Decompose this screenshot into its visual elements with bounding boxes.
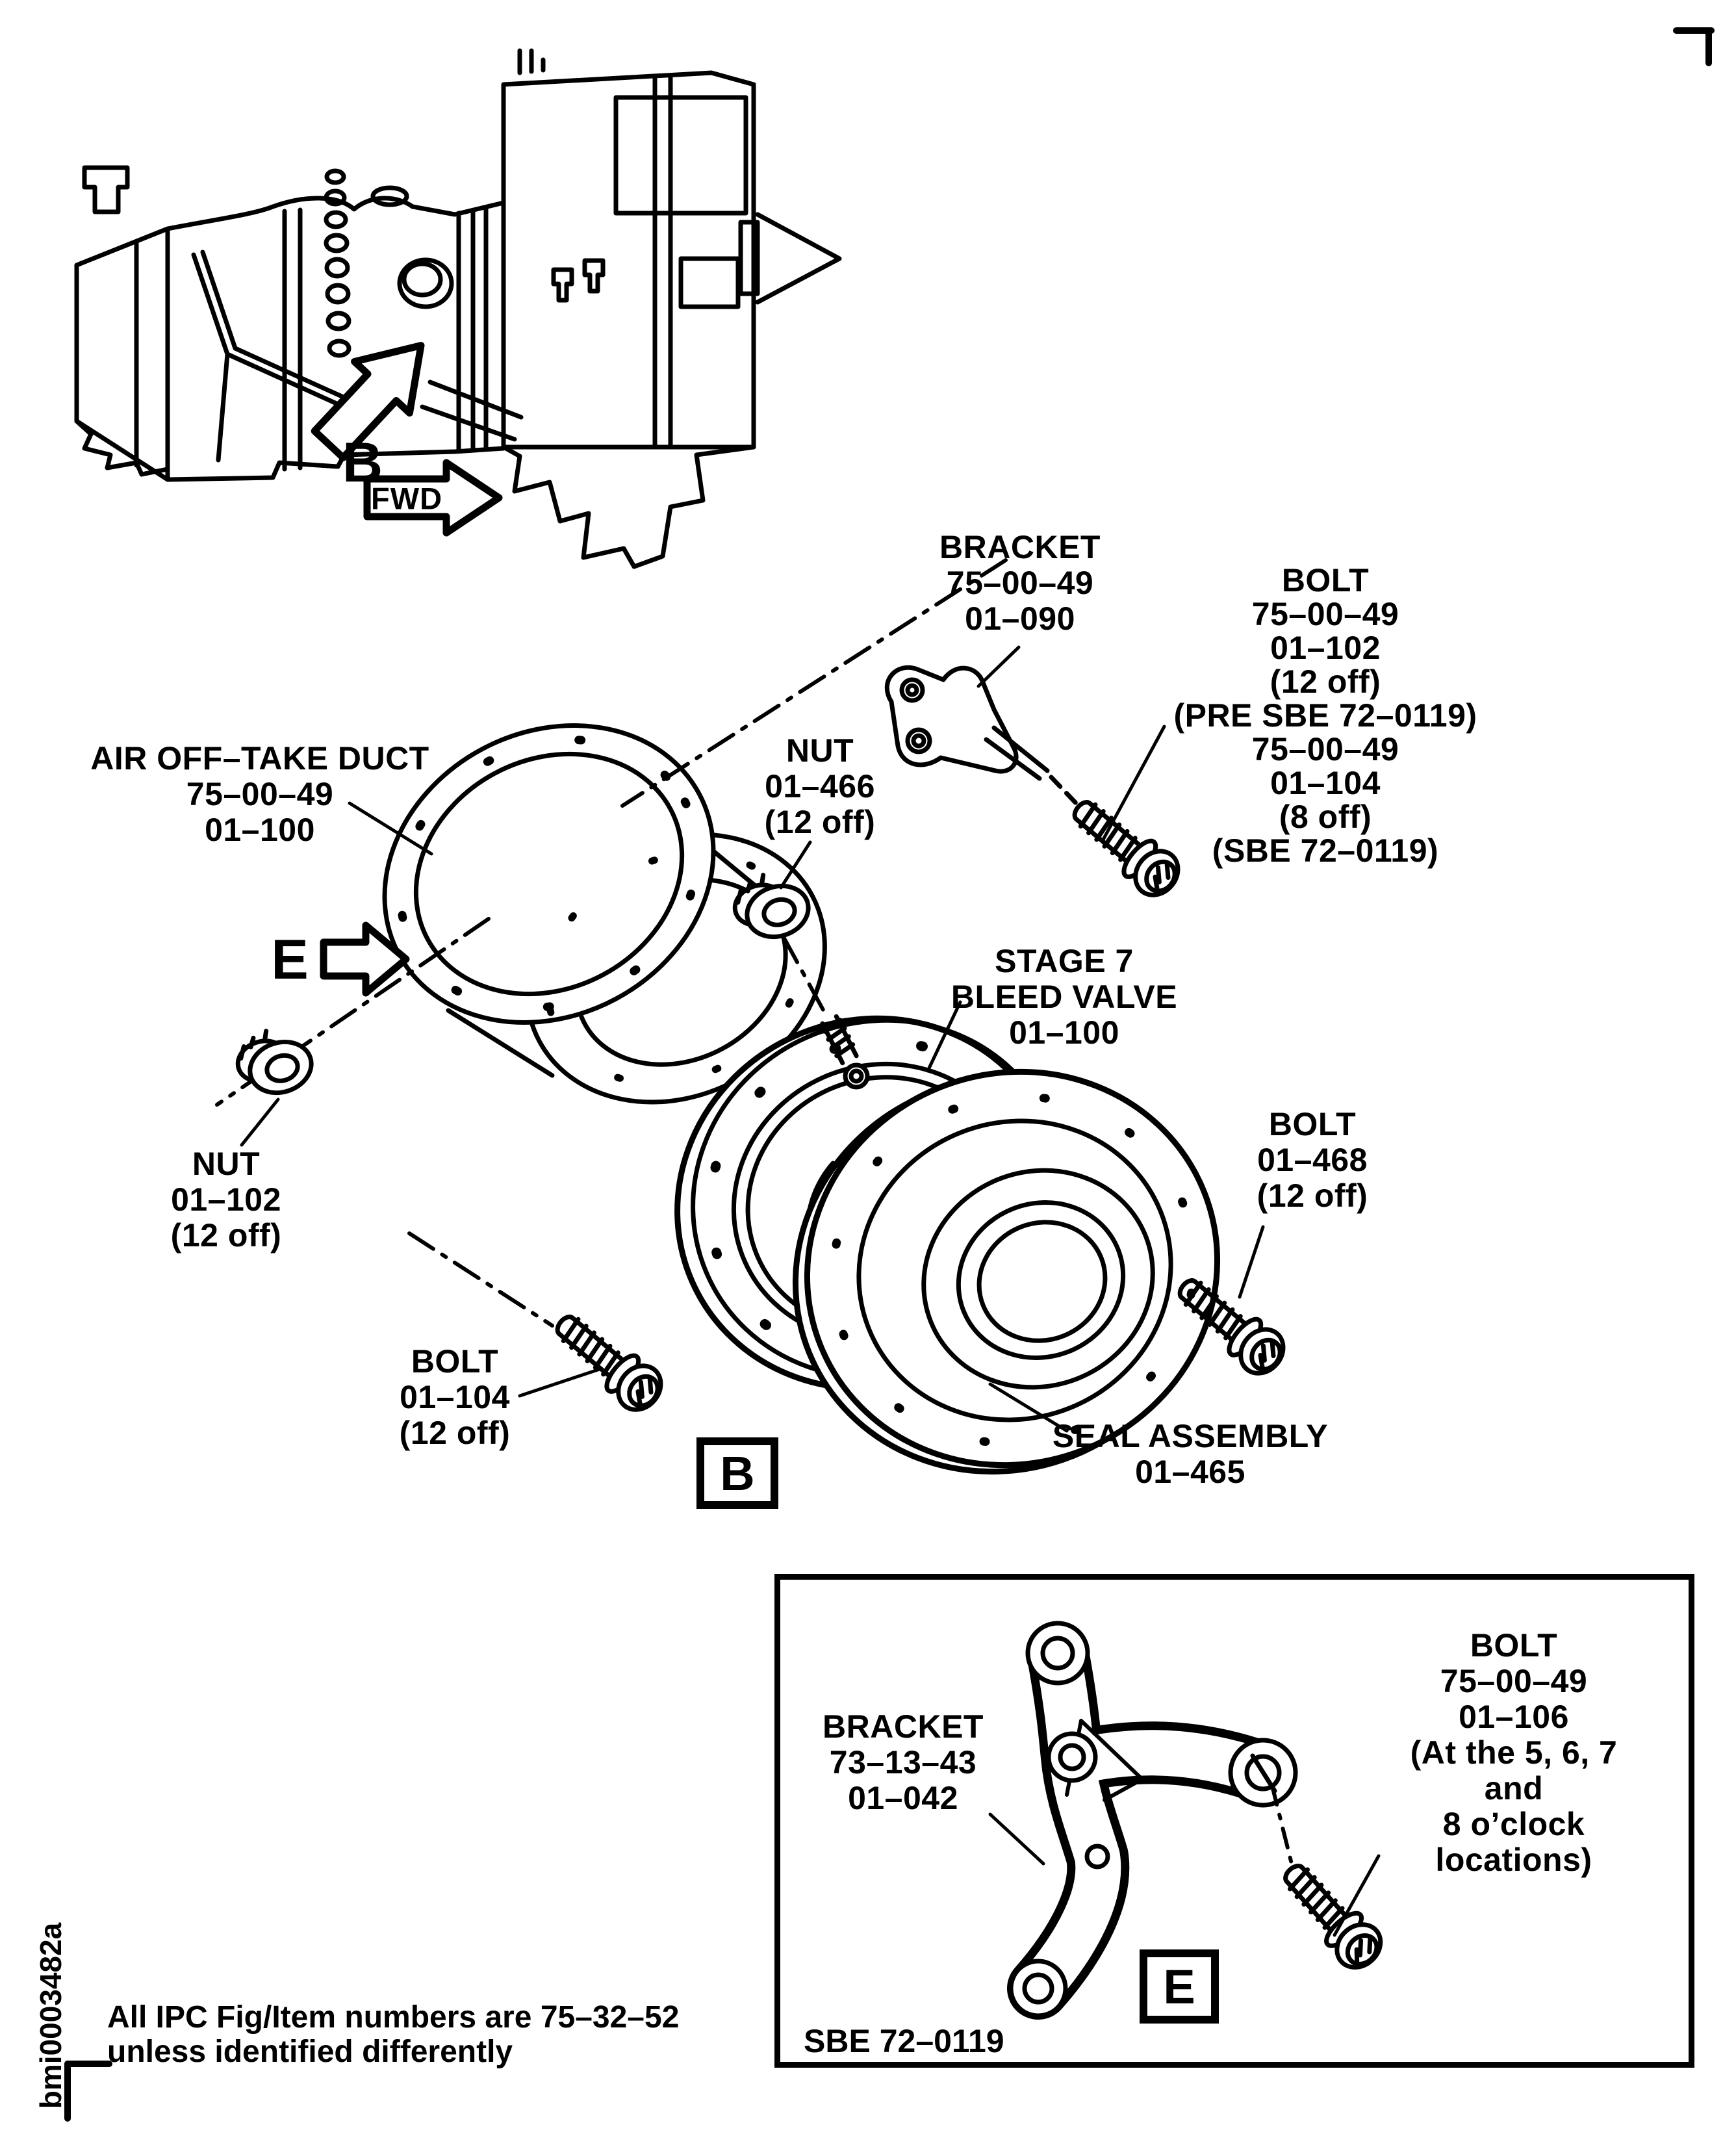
label-air-duct: AIR OFF–TAKE DUCT 75–00–49 01–100: [90, 740, 429, 848]
nut-102-drawing: [235, 1029, 314, 1096]
label-stage7-valve: STAGE 7 BLEED VALVE 01–100: [951, 943, 1178, 1051]
bolt-top-drawing: [1072, 800, 1181, 897]
label-seal-assembly: SEAL ASSEMBLY 01–465: [1052, 1418, 1329, 1490]
seal-assembly-drawing: [792, 1068, 1221, 1475]
boxed-letter-b-text: B: [720, 1446, 755, 1500]
leader-lines-e: [988, 1812, 1381, 1937]
detail-e-box: [774, 1574, 1694, 2068]
corner-mark-top-right: [1673, 27, 1715, 66]
label-nut-102: NUT 01–102 (12 off): [170, 1146, 282, 1253]
label-bolt-104: BOLT 01–104 (12 off): [399, 1343, 511, 1451]
bolt-468-drawing: [1177, 1278, 1286, 1376]
detail-e-view: [988, 1621, 1383, 2020]
doc-id: bmi0003482a: [34, 1922, 68, 2109]
fwd-label: FWD: [370, 481, 443, 516]
detail-b-letter: B: [342, 431, 383, 494]
sbe-note: SBE 72–0119: [804, 2023, 1004, 2059]
label-bolt-top: BOLT 75–00–49 01–102 (12 off) (PRE SBE 7…: [1173, 562, 1477, 869]
label-bolt-106: BOLT 75–00–49 01–106 (At the 5, 6, 7 and…: [1410, 1627, 1618, 1878]
bracket-042-drawing: [1007, 1621, 1298, 2020]
nut-466-drawing: [732, 873, 811, 940]
detail-e-letter: E: [271, 929, 309, 991]
label-bolt-468: BOLT 01–468 (12 off): [1257, 1106, 1368, 1214]
label-bracket-042: BRACKET 73–13–43 01–042: [823, 1708, 984, 1816]
bolt-104-drawing: [555, 1315, 663, 1412]
footnote: All IPC Fig/Item numbers are 75–32–52 un…: [107, 2000, 680, 2069]
bracket-090-drawing: [884, 665, 1081, 808]
corner-mark-bottom-left: [64, 2061, 112, 2122]
boxed-letter-e-text: E: [1163, 1959, 1195, 2014]
label-bracket-090: BRACKET 75–00–49 01–090: [939, 529, 1101, 637]
exploded-view: [215, 558, 1286, 1475]
label-nut-466: NUT 01–466 (12 off): [764, 732, 876, 840]
centerline-e: [1270, 1784, 1294, 1866]
bolt-106-drawing: [1283, 1864, 1383, 1970]
detail-b-arrow-icon: [311, 342, 425, 461]
boxed-letter-e: E: [1140, 1949, 1219, 2024]
boxed-letter-b: B: [696, 1437, 778, 1509]
engine-figure: [74, 48, 842, 569]
leader-lines: [240, 645, 1265, 1433]
fwd-arrow-icon: [363, 459, 503, 537]
detail-e-arrow-icon: [320, 921, 410, 997]
